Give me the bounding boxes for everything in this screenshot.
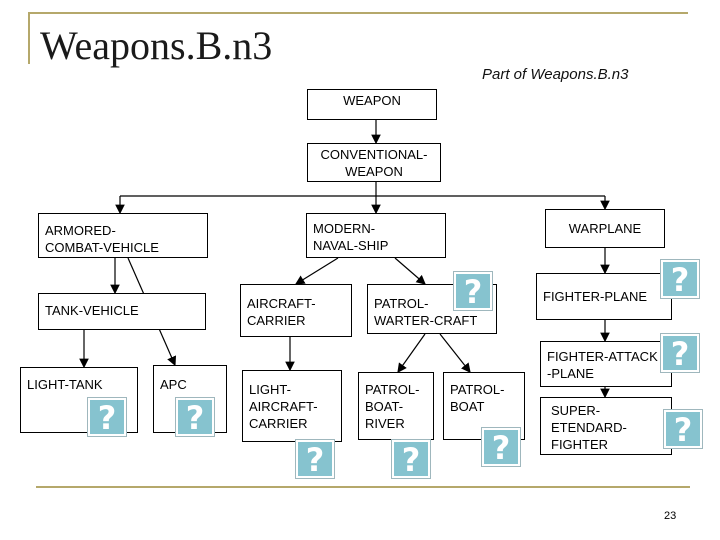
- node-armored-combat-vehicle-label: ARMORED- COMBAT-VEHICLE: [45, 223, 159, 255]
- node-modern-naval-ship: MODERN- NAVAL-SHIP: [306, 213, 446, 258]
- node-light-aircraft-carrier-label: LIGHT- AIRCRAFT- CARRIER: [249, 382, 318, 431]
- node-light-aircraft-carrier: LIGHT- AIRCRAFT- CARRIER: [242, 370, 342, 442]
- node-patrol-warter-craft-label: PATROL- WARTER-CRAFT: [374, 296, 478, 328]
- question-mark-icon: ?: [482, 428, 520, 466]
- slide-subtitle: Part of Weapons.B.n3: [482, 66, 629, 83]
- node-fighter-plane-label: FIGHTER-PLANE: [543, 289, 648, 304]
- slide-title: Weapons.B.n3: [40, 23, 273, 68]
- question-mark-icon: ?: [88, 398, 126, 436]
- link-naval-carrier: [294, 257, 339, 285]
- node-tank-vehicle-label: TANK-VEHICLE: [45, 303, 139, 318]
- node-apc-label: APC: [160, 377, 187, 392]
- frame-bottom-rule: [36, 486, 690, 488]
- link-patrol-boat: [439, 333, 471, 373]
- node-warplane: WARPLANE: [545, 209, 665, 248]
- node-warplane-label: WARPLANE: [568, 221, 642, 236]
- question-mark-icon: ?: [392, 440, 430, 478]
- question-mark-icon: ?: [661, 260, 699, 298]
- link-patrol-river: [397, 333, 426, 373]
- node-patrol-boat-river: PATROL- BOAT- RIVER: [358, 372, 434, 440]
- node-tank-vehicle: TANK-VEHICLE: [38, 293, 206, 330]
- node-patrol-boat-label: PATROL- BOAT: [450, 382, 505, 414]
- node-fighter-attack-plane-label: FIGHTER-ATTACK -PLANE: [547, 349, 658, 381]
- page-number: 23: [664, 510, 677, 522]
- node-aircraft-carrier: AIRCRAFT- CARRIER: [240, 284, 352, 337]
- node-super-etendard-fighter-label: SUPER- ETENDARD- FIGHTER: [551, 403, 627, 452]
- frame-left-rule: [28, 12, 30, 64]
- node-armored-combat-vehicle: ARMORED- COMBAT-VEHICLE: [38, 213, 208, 258]
- node-weapon-label: WEAPON: [343, 93, 401, 108]
- question-mark-icon: ?: [454, 272, 492, 310]
- question-mark-icon: ?: [661, 334, 699, 372]
- node-patrol-boat-river-label: PATROL- BOAT- RIVER: [365, 382, 420, 431]
- frame-top-rule: [28, 12, 688, 14]
- question-mark-icon: ?: [296, 440, 334, 478]
- node-super-etendard-fighter: SUPER- ETENDARD- FIGHTER: [540, 397, 672, 455]
- node-conventional-weapon: CONVENTIONAL- WEAPON: [307, 143, 441, 182]
- node-light-tank-label: LIGHT-TANK: [27, 377, 103, 392]
- node-weapon: WEAPON: [307, 89, 437, 120]
- question-mark-icon: ?: [664, 410, 702, 448]
- node-modern-naval-ship-label: MODERN- NAVAL-SHIP: [313, 221, 389, 253]
- node-aircraft-carrier-label: AIRCRAFT- CARRIER: [247, 296, 316, 328]
- question-mark-icon: ?: [176, 398, 214, 436]
- link-naval-patrol: [394, 257, 426, 285]
- node-conventional-weapon-label: CONVENTIONAL- WEAPON: [320, 147, 428, 179]
- node-fighter-plane: FIGHTER-PLANE: [536, 273, 672, 320]
- node-fighter-attack-plane: FIGHTER-ATTACK -PLANE: [540, 341, 672, 387]
